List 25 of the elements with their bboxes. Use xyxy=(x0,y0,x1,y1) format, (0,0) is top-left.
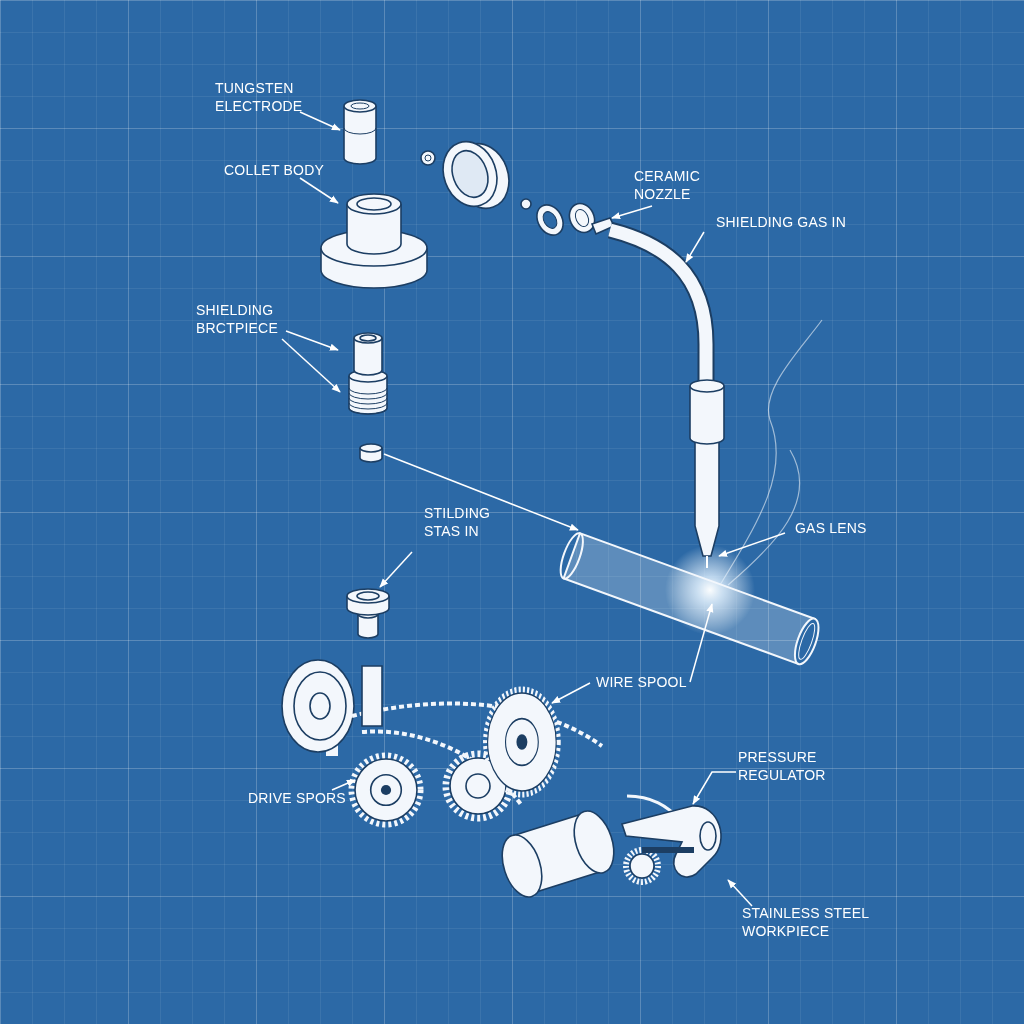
leader-line xyxy=(727,879,753,907)
leader-line xyxy=(611,205,653,220)
leader-line xyxy=(551,682,591,704)
leader-line xyxy=(379,551,413,588)
leader-line xyxy=(718,532,786,557)
part-label: CERAMIC NOZZLE xyxy=(634,168,714,206)
leader-line xyxy=(285,330,339,351)
leader-line xyxy=(331,779,356,791)
leader-line xyxy=(689,603,714,683)
part-label: SHIELDING BRCTPIECE xyxy=(196,302,306,340)
leader-line xyxy=(299,177,339,204)
part-label: SHIELDING GAS IN xyxy=(716,214,856,234)
leader-line xyxy=(383,453,579,531)
part-label: PRESSURE REGULATOR xyxy=(738,749,838,787)
part-label: DRIVE SPORS xyxy=(248,790,348,810)
leader-line xyxy=(299,111,341,131)
part-label: STAINLESS STEEL WORKPIECE xyxy=(742,905,872,943)
part-label: STILDING STAS IN xyxy=(424,505,524,543)
leader-line xyxy=(685,231,705,263)
part-label: COLLET BODY xyxy=(224,162,334,182)
leader-line xyxy=(281,338,341,393)
part-label: WIRE SPOOL xyxy=(596,674,696,694)
leader-line xyxy=(692,771,737,805)
part-label: TUNGSTEN ELECTRODE xyxy=(215,80,315,118)
part-label: GAS LENS xyxy=(795,520,875,540)
